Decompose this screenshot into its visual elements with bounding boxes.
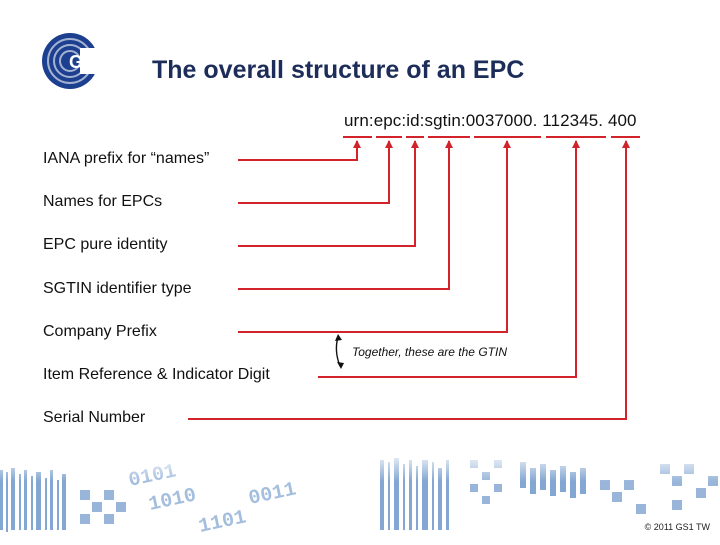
arrowhead-iana <box>353 140 361 148</box>
label-serial-number: Serial Number <box>43 409 146 426</box>
gtin-note: Together, these are the GTIN <box>352 345 507 359</box>
connector-epc-pure-identity <box>238 141 416 247</box>
connector-sgtin-type <box>238 141 450 290</box>
arrowhead-serial <box>622 140 630 148</box>
slide-title: The overall structure of an EPC <box>152 56 525 84</box>
barcode-pattern-icon: 0101 1010 0011 1101 <box>0 450 720 540</box>
arrowhead-company-prefix <box>503 140 511 148</box>
copyright-notice: © 2011 GS1 TW <box>644 522 710 532</box>
connector-names-for-epcs <box>238 141 390 204</box>
gs1-logo: GS1 <box>40 30 120 92</box>
epc-urn-string: urn:epc:id:sgtin:0037000. 112345. 400 <box>344 111 637 130</box>
gtin-bracket-icon <box>335 336 341 367</box>
connector-serial-number <box>188 141 627 420</box>
connector-iana-prefix <box>238 141 358 161</box>
logo-text: GS1 <box>69 52 105 72</box>
decorative-barcode-band: 0101 1010 0011 1101 <box>0 450 720 540</box>
label-epc-pure-identity: EPC pure identity <box>43 236 168 253</box>
arrowhead-sgtin <box>445 140 453 148</box>
label-iana-prefix: IANA prefix for “names” <box>43 150 210 167</box>
arrowhead-names <box>385 140 393 148</box>
connector-diagram <box>188 136 640 420</box>
label-company-prefix: Company Prefix <box>43 323 157 340</box>
arrowhead-item-reference <box>572 140 580 148</box>
label-item-reference: Item Reference & Indicator Digit <box>43 366 270 383</box>
label-names-for-epcs: Names for EPCs <box>43 193 163 210</box>
arrowhead-pure-identity <box>411 140 419 148</box>
connector-item-reference <box>318 141 577 378</box>
gs1-logo-icon: GS1 <box>42 33 120 89</box>
label-sgtin-identifier-type: SGTIN identifier type <box>43 280 192 297</box>
connector-company-prefix <box>238 141 508 333</box>
